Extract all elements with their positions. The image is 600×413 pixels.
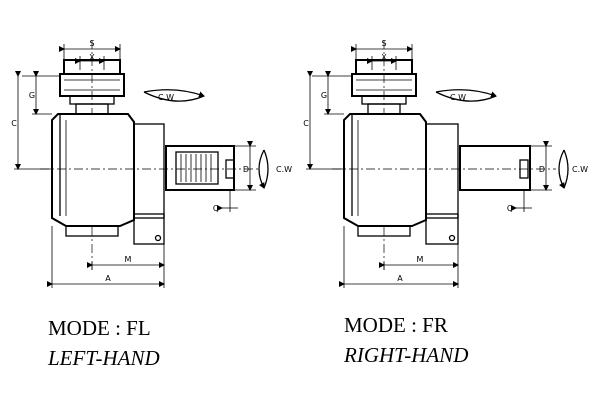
rotation-side-label: C.W — [276, 165, 292, 174]
dim-m-label: M — [125, 255, 132, 264]
rotation-side-label: C.W — [572, 165, 588, 174]
dim-d-label: D — [539, 165, 545, 174]
side-spindle — [40, 145, 260, 191]
dim-s-label: S — [89, 39, 94, 48]
tool-body — [51, 113, 165, 245]
dim-g-label: G — [321, 91, 327, 100]
dim-c-label: C — [303, 119, 309, 128]
hand-label-left: LEFT-HAND — [48, 346, 160, 370]
left-hand-drawing: S X G C D Q M A C.W C.W — [11, 39, 292, 288]
right-hand-drawing: S X G C D Q M A C.W C.W — [303, 39, 588, 288]
tool-body — [343, 113, 459, 245]
dim-q-label: Q — [507, 204, 513, 213]
collet-nut — [351, 40, 417, 270]
rotation-indicators — [435, 89, 569, 189]
hand-label-right: RIGHT-HAND — [344, 343, 469, 367]
dim-x-label: X — [381, 53, 387, 62]
rotation-indicators — [143, 89, 269, 189]
rotation-top-label: C.W — [158, 93, 174, 102]
dim-a-label: A — [397, 274, 403, 283]
dim-q-label: Q — [213, 204, 219, 213]
dim-s-label: S — [381, 39, 386, 48]
dimension-lines — [306, 44, 552, 288]
rotation-top-label: C.W — [450, 93, 466, 102]
side-spindle — [332, 145, 556, 191]
dim-m-label: M — [417, 255, 424, 264]
dim-x-label: X — [89, 53, 95, 62]
dim-c-label: C — [11, 119, 17, 128]
dim-a-label: A — [105, 274, 111, 283]
mode-label-right: MODE : FR — [344, 313, 448, 337]
mode-label-left: MODE : FL — [48, 316, 151, 340]
dim-d-label: D — [243, 165, 249, 174]
dim-g-label: G — [29, 91, 35, 100]
dimension-lines — [14, 44, 256, 288]
